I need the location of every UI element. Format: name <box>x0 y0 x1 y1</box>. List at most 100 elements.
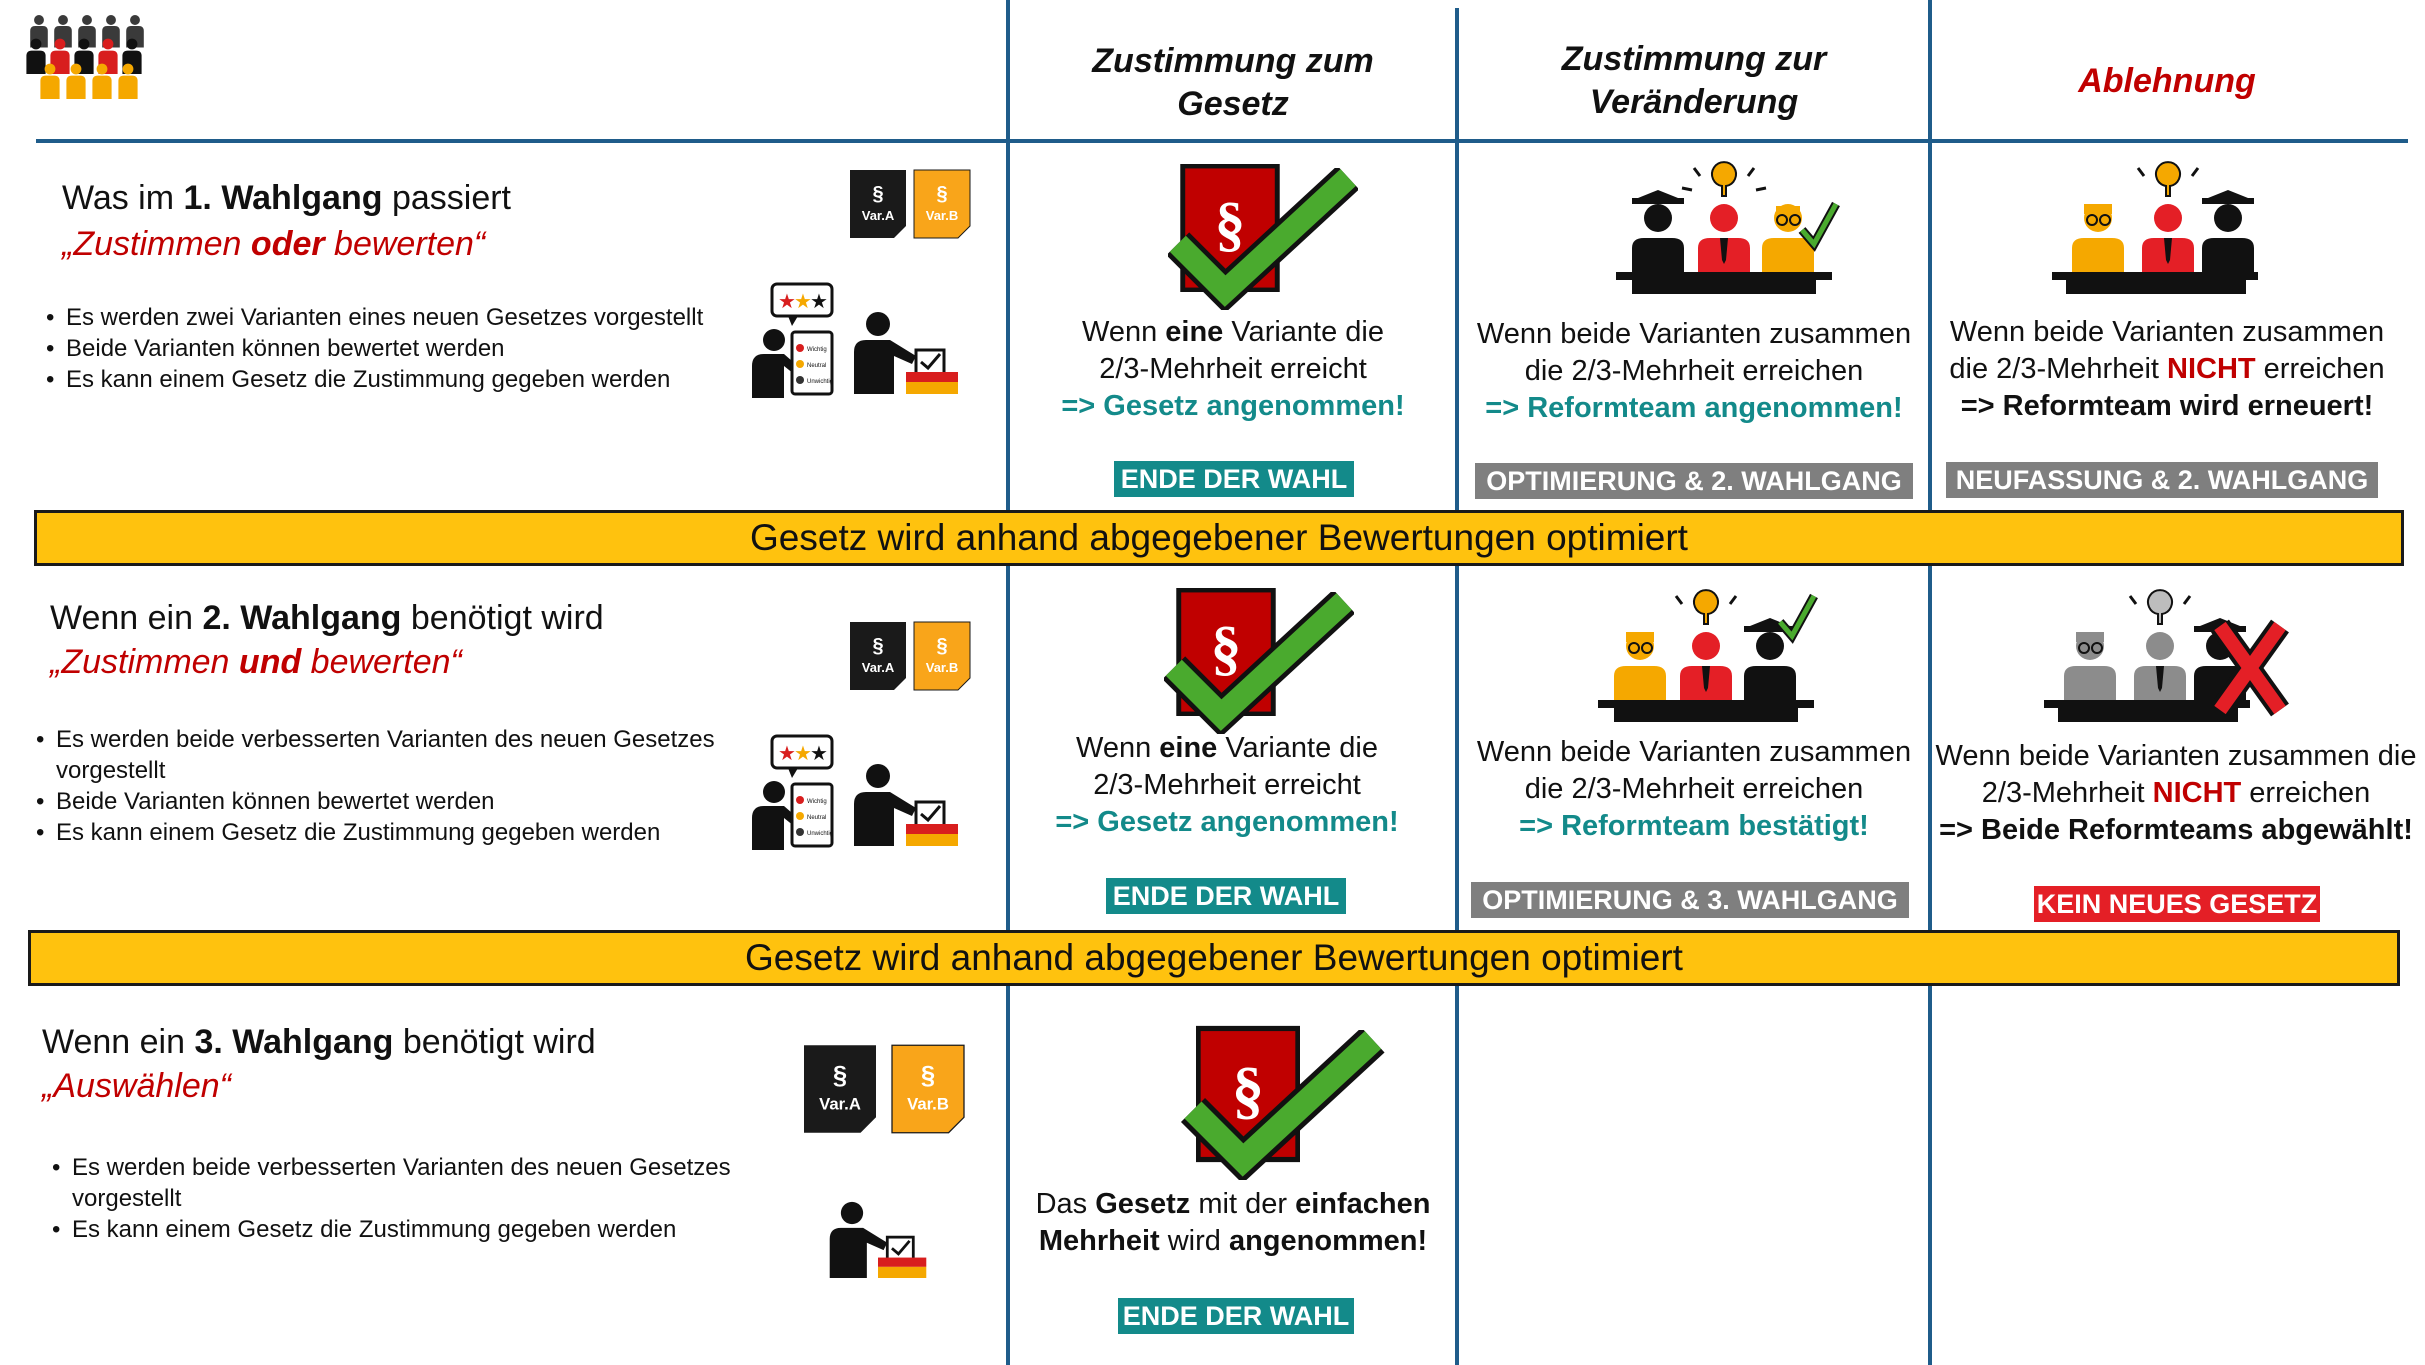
row2-c1-line2: 2/3-Mehrheit erreicht <box>1093 769 1361 801</box>
row1-rejection-text: Wenn beide Varianten zusammen die 2/3-Me… <box>1932 314 2402 425</box>
row2-c2-result: => Reformteam bestätigt! <box>1519 810 1869 842</box>
rating-label-unimportant: Unwichtig <box>807 379 833 385</box>
variant-b-icon: § Var.B <box>913 621 971 691</box>
checkmark-icon <box>1164 592 1354 734</box>
list-item: Es kann einem Gesetz die Zustimmung gege… <box>52 1214 732 1245</box>
variant-a-label: Var.A <box>819 1095 861 1114</box>
column-divider-1 <box>1006 0 1010 1365</box>
status-badge: OPTIMIERUNG & 3. WAHLGANG <box>1471 882 1909 918</box>
rating-label-important: Wichtig <box>807 799 827 805</box>
row1-c3-line2-bold: NICHT <box>2167 353 2256 385</box>
row2-c2-line1: Wenn beide Varianten zusammen <box>1476 736 1912 768</box>
rating-person-icon: ★★★ Wichtig Neutral Unwichtig <box>752 282 834 398</box>
variant-b-symbol: § <box>936 183 947 205</box>
row3-approval-law-text: Das Gesetz mit der einfachen Mehrheit wi… <box>1010 1186 1456 1260</box>
row1-bullets: Es werden zwei Varianten eines neuen Ges… <box>44 302 716 395</box>
row2-title: Wenn ein 2. Wahlgang benötigt wird <box>50 596 604 640</box>
variant-a-symbol: § <box>872 183 883 205</box>
row2-title-bold: 2. Wahlgang <box>202 599 402 637</box>
row2-title-pre: Wenn ein <box>50 599 203 637</box>
status-badge: ENDE DER WAHL <box>1106 878 1346 914</box>
row1-title-pre: Was im <box>62 179 184 217</box>
row3-title-post: benötigt wird <box>393 1023 596 1061</box>
row2-subtitle: „Zustimmen und bewerten“ <box>50 640 462 684</box>
row2-c1-line1: Wenn eine Variante die <box>1004 730 1450 767</box>
list-item: Es werden zwei Varianten eines neuen Ges… <box>46 302 716 333</box>
header-approval-law: Zustimmung zum Gesetz <box>1010 40 1456 126</box>
crowd-icon <box>26 15 144 99</box>
column-divider-2 <box>1455 8 1459 1365</box>
row2-c1-bold: eine <box>1159 732 1218 764</box>
svg-text:★: ★ <box>794 291 812 313</box>
list-item: Beide Varianten können bewertet werden <box>36 786 716 817</box>
header-approval-law-line2: Gesetz <box>1177 85 1289 123</box>
row1-approval-law-text: Wenn eine Variante die 2/3-Mehrheit erre… <box>1010 314 1456 425</box>
row1-c3-line1: Wenn beide Varianten zusammen <box>1949 316 2385 348</box>
header-approval-change-line1: Zustimmung zur <box>1561 40 1827 78</box>
row2-approval-law-text: Wenn eine Variante die 2/3-Mehrheit erre… <box>1004 730 1450 841</box>
reform-panel-icon <box>1598 589 1818 722</box>
header-approval-change: Zustimmung zur Veränderung <box>1459 38 1929 124</box>
row3-title: Wenn ein 3. Wahlgang benötigt wird <box>42 1020 596 1064</box>
reform-panel-icon <box>1616 161 1840 294</box>
row2-c1-result: => Gesetz angenommen! <box>1055 806 1399 838</box>
row3-title-pre: Wenn ein <box>42 1023 195 1061</box>
row2-approval-change-text: Wenn beide Varianten zusammen die 2/3-Me… <box>1459 734 1929 845</box>
variant-a-label: Var.A <box>862 660 895 675</box>
variant-a-icon: § Var.A <box>850 170 906 238</box>
header-divider <box>36 139 2408 143</box>
rating-label-neutral: Neutral <box>807 815 826 821</box>
list-item: Es kann einem Gesetz die Zustimmung gege… <box>46 364 716 395</box>
row1-c1-result: => Gesetz angenommen! <box>1061 390 1405 422</box>
variant-b-symbol: § <box>921 1062 935 1090</box>
status-badge: NEUFASSUNG & 2. WAHLGANG <box>1946 462 2378 498</box>
row3-subtitle: „Auswählen“ <box>42 1067 231 1105</box>
row2-sub-pre: „Zustimmen <box>50 643 239 681</box>
row2-c3-line2-post: erreichen <box>2241 777 2371 809</box>
cross-icon <box>2211 619 2289 717</box>
optimization-band-2: Gesetz wird anhand abgegebener Bewertung… <box>28 930 2400 986</box>
row2-c3-line2-bold: NICHT <box>2152 777 2242 809</box>
voter-ballot-icon <box>854 312 958 394</box>
row3-c1-line2: Mehrheit wird angenommen! <box>1010 1223 1456 1260</box>
variant-b-label: Var.B <box>926 208 959 223</box>
svg-text:★: ★ <box>810 291 828 313</box>
row2-sub-bold: und <box>238 643 302 681</box>
row3-c1-l1-bold1: Gesetz <box>1095 1188 1191 1220</box>
variant-b-icon: § Var.B <box>913 169 971 239</box>
status-badge: KEIN NEUES GESETZ <box>2034 886 2320 922</box>
list-item: Es werden beide verbesserten Varianten d… <box>36 724 716 786</box>
voter-ballot-icon <box>854 764 958 846</box>
variant-b-symbol: § <box>936 635 947 657</box>
row1-sub-pre: „Zustimmen <box>62 225 251 263</box>
row2-c3-line2: 2/3-Mehrheit NICHT erreichen <box>1932 775 2420 812</box>
row2-title-post: benötigt wird <box>401 599 604 637</box>
row2-c2-line2: die 2/3-Mehrheit erreichen <box>1524 773 1864 805</box>
rating-label-important: Wichtig <box>807 347 827 353</box>
row1-c3-result: => Reformteam wird erneuert! <box>1960 390 2374 422</box>
variant-a-symbol: § <box>833 1062 847 1090</box>
list-item: Beide Varianten können bewertet werden <box>46 333 716 364</box>
row1-c2-line2: die 2/3-Mehrheit erreichen <box>1524 355 1864 387</box>
row2-c1-pre: Wenn <box>1075 732 1160 764</box>
voter-ballot-icon <box>829 1201 927 1278</box>
row1-subtitle: „Zustimmen oder bewerten“ <box>62 222 485 266</box>
row1-c2-line1: Wenn beide Varianten zusammen <box>1476 318 1912 350</box>
row3-c1-l1-mid: mit der <box>1190 1188 1296 1220</box>
row1-c1-post: Variante die <box>1223 316 1384 348</box>
row3-c1-l2-bold1: Mehrheit <box>1038 1225 1160 1257</box>
checkmark-icon <box>1180 1030 1386 1180</box>
svg-text:★: ★ <box>810 743 828 765</box>
list-item: Es kann einem Gesetz die Zustimmung gege… <box>36 817 716 848</box>
row1-c3-line2: die 2/3-Mehrheit NICHT erreichen <box>1932 351 2402 388</box>
status-badge: ENDE DER WAHL <box>1114 461 1354 497</box>
svg-text:★: ★ <box>778 743 796 765</box>
status-badge: OPTIMIERUNG & 2. WAHLGANG <box>1475 463 1913 499</box>
optimization-band-1: Gesetz wird anhand abgegebener Bewertung… <box>34 510 2404 566</box>
row3-c1-l2-bold2: angenommen! <box>1228 1225 1428 1257</box>
header-approval-change-line2: Veränderung <box>1589 83 1799 121</box>
rating-label-unimportant: Unwichtig <box>807 831 833 837</box>
row3-bullets: Es werden beide verbesserten Varianten d… <box>50 1152 732 1245</box>
row3-c1-l2-mid: wird <box>1159 1225 1229 1257</box>
row2-bullets: Es werden beide verbesserten Varianten d… <box>34 724 716 848</box>
